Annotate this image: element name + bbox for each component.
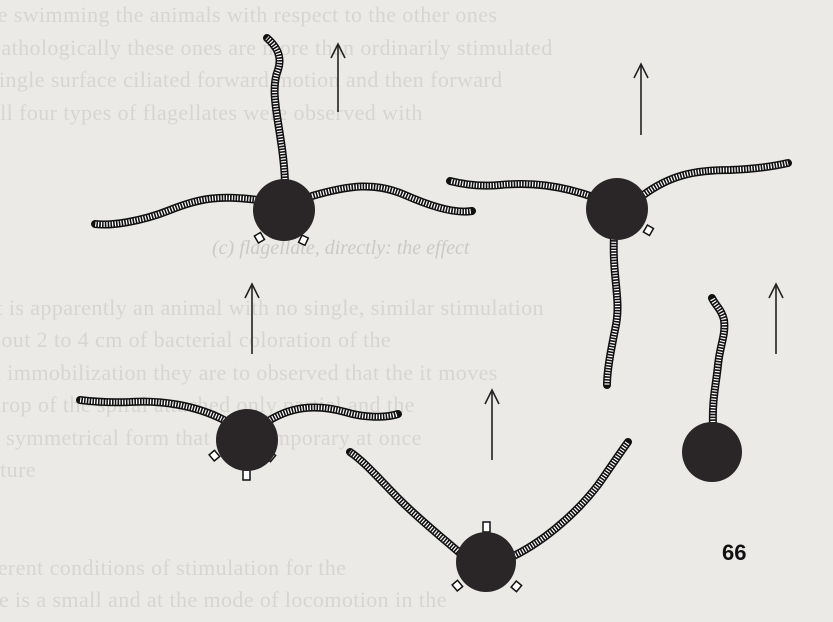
cell-body	[682, 422, 742, 482]
flagellum	[312, 186, 472, 211]
arrow-top-left	[331, 44, 345, 112]
arrow-top-right	[634, 64, 648, 135]
cell-body	[253, 179, 315, 241]
flagellum	[350, 452, 468, 560]
basal-body	[209, 450, 220, 461]
basal-body	[483, 522, 490, 532]
organism-top-left	[95, 38, 472, 245]
page-number: 66	[722, 540, 746, 566]
cell-body	[586, 178, 648, 240]
flagellum	[642, 163, 788, 196]
basal-body	[299, 235, 309, 245]
flagellum	[267, 38, 285, 182]
flagellum	[607, 236, 618, 385]
organism-top-right	[450, 163, 788, 385]
basal-body	[452, 580, 463, 591]
flagellum	[270, 407, 398, 420]
organism-middle-left	[80, 400, 398, 480]
arrow-center	[485, 390, 499, 460]
organism-bottom-center	[350, 442, 628, 592]
basal-body	[254, 233, 264, 243]
arrow-middle-left	[245, 284, 259, 354]
flagellum	[95, 198, 258, 225]
cell-body	[456, 532, 516, 592]
flagellum	[450, 181, 596, 198]
cell-body	[216, 409, 278, 471]
basal-body	[643, 225, 653, 235]
arrow-right	[769, 284, 783, 354]
flagellum	[712, 298, 724, 425]
flagellum	[505, 442, 628, 560]
organism-right	[682, 298, 742, 482]
basal-body	[243, 470, 250, 480]
basal-body	[511, 581, 522, 592]
flagellum	[80, 400, 224, 420]
